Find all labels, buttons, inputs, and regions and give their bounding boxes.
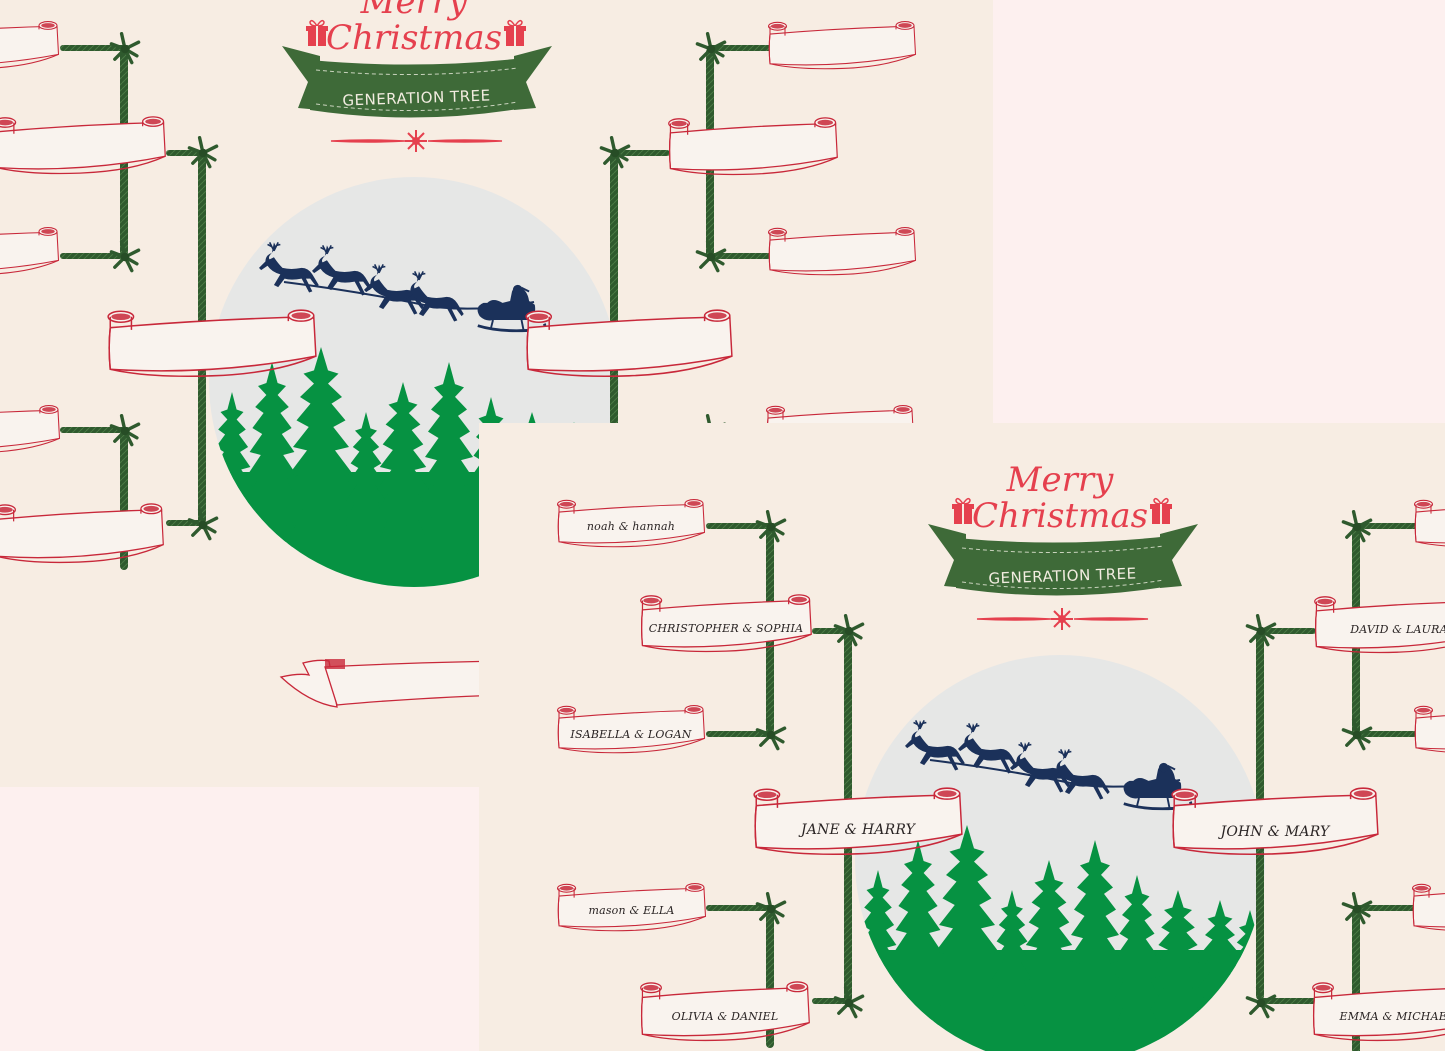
snowflake-divider [330, 130, 503, 152]
bottom-scroll[interactable] [279, 655, 499, 715]
name-scroll[interactable] [0, 20, 60, 70]
title-christmas: Christmas [971, 496, 1149, 536]
name-scroll[interactable] [106, 308, 318, 378]
name-scroll[interactable] [524, 308, 734, 378]
name-scroll[interactable] [767, 20, 917, 70]
name-scroll[interactable]: noah & hannah [556, 498, 706, 548]
name-scroll[interactable] [1413, 704, 1445, 754]
name-scroll[interactable] [0, 226, 60, 276]
couple-name: JANE & HARRY [800, 822, 916, 838]
card-canvas: Merry Christmas GENERATION TREE noah [479, 423, 1445, 1051]
name-scroll[interactable] [1411, 882, 1445, 932]
name-scroll[interactable]: JOHN & MARY [1170, 786, 1380, 856]
card-filled-in: Merry Christmas GENERATION TREE noah [479, 423, 1445, 1051]
name-scroll[interactable]: ISABELLA & LOGAN [556, 704, 706, 754]
gift-icon [504, 19, 526, 46]
couple-name: noah & hannah [586, 520, 676, 533]
name-scroll[interactable]: DAVID & LAURA [1313, 594, 1445, 654]
title-ribbon [282, 46, 552, 118]
name-scroll[interactable]: JANE & HARRY [752, 786, 964, 856]
name-scroll[interactable] [667, 116, 839, 176]
couple-name: ISABELLA & LOGAN [570, 728, 692, 741]
name-scroll[interactable]: EMMA & MICHAEL [1311, 980, 1445, 1042]
name-scroll[interactable]: mason & ELLA [556, 882, 707, 932]
gift-icon [952, 497, 974, 524]
name-scroll[interactable] [0, 502, 165, 564]
gift-icon [1150, 497, 1172, 524]
moon-scene [855, 655, 1265, 1051]
couple-name: CHRISTOPHER & SOPHIA [648, 622, 804, 635]
couple-name: mason & ELLA [588, 904, 675, 917]
title-christmas: Christmas [325, 18, 503, 58]
snowflake-divider [976, 608, 1149, 630]
name-scroll[interactable] [1413, 498, 1445, 548]
couple-name: JOHN & MARY [1220, 824, 1330, 840]
gift-icon [306, 19, 328, 46]
couple-name: DAVID & LAURA [1350, 623, 1445, 636]
title-merry: Merry [1006, 460, 1114, 500]
card-canvas: Merry Christmas GENERATION TREE [0, 0, 917, 708]
couple-name: EMMA & MICHAEL [1339, 1010, 1445, 1023]
name-scroll[interactable]: OLIVIA & DANIEL [639, 980, 811, 1042]
name-scroll[interactable] [0, 115, 167, 175]
title-ribbon [928, 524, 1198, 596]
name-scroll[interactable]: CHRISTOPHER & SOPHIA [639, 593, 813, 653]
couple-name: OLIVIA & DANIEL [671, 1010, 779, 1023]
name-scroll[interactable] [767, 226, 917, 276]
title-merry: Merry [360, 0, 468, 22]
name-scroll[interactable] [0, 404, 61, 454]
